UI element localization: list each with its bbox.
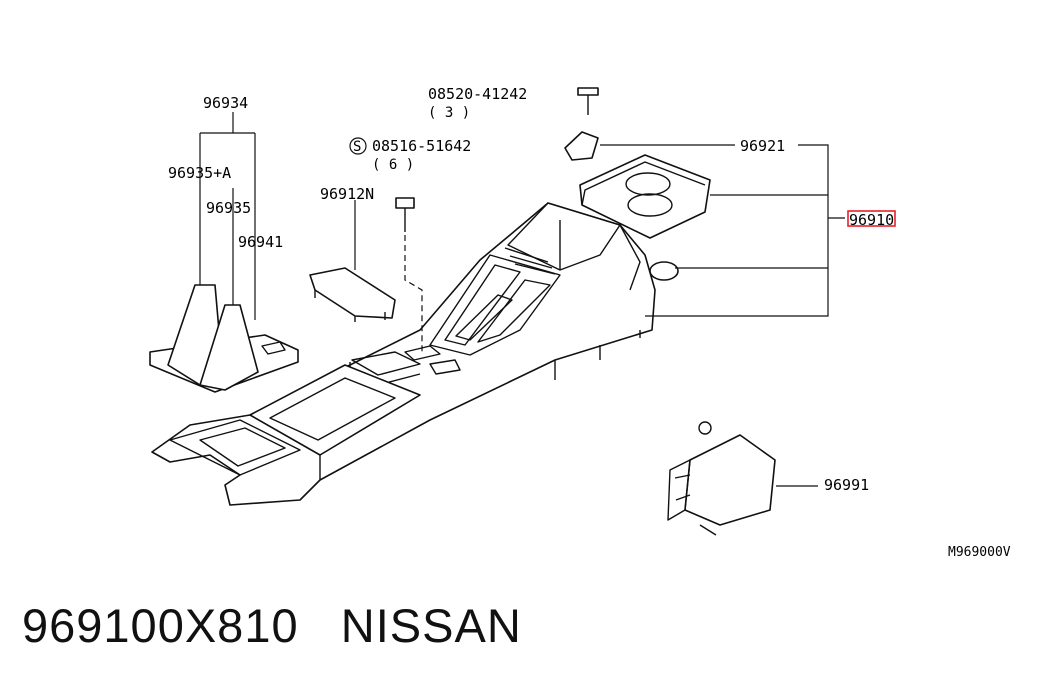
label-screw-qty: ( 6 ) [372, 157, 414, 173]
screw-fastener [395, 197, 423, 355]
cup-holder [579, 154, 711, 239]
label-bolt-part: 08520-41242 [428, 85, 527, 103]
screw-marker-circle [349, 137, 367, 155]
grommet [649, 261, 679, 281]
clip [564, 131, 599, 161]
console-lid [309, 267, 396, 322]
label-96935: 96935 [206, 199, 251, 217]
label-96941: 96941 [238, 233, 283, 251]
part-labels: 96934 96935+A 96935 96941 08520-41242 ( … [168, 85, 1011, 560]
label-bolt-qty: ( 3 ) [428, 105, 470, 121]
label-96910: 96910 [849, 211, 894, 229]
label-96991: 96991 [824, 476, 869, 494]
label-96934: 96934 [203, 94, 248, 112]
shift-boot-assembly [149, 284, 299, 393]
bolt-fastener [577, 87, 599, 115]
console-body [151, 202, 656, 506]
label-96935-a: 96935+A [168, 164, 231, 182]
label-screw-part: 08516-51642 [372, 137, 471, 155]
part-number: 969100X810 [22, 599, 299, 652]
leader-lines [199, 112, 845, 487]
label-screw-marker: S [353, 139, 361, 155]
part-caption: 969100X810 NISSAN [22, 598, 522, 653]
brand-name: NISSAN [340, 599, 522, 652]
label-96912n: 96912N [320, 185, 374, 203]
highlight-box [847, 210, 896, 227]
bracket-plate [667, 421, 776, 536]
figure-reference: M969000V [948, 545, 1011, 560]
label-96921: 96921 [740, 137, 785, 155]
